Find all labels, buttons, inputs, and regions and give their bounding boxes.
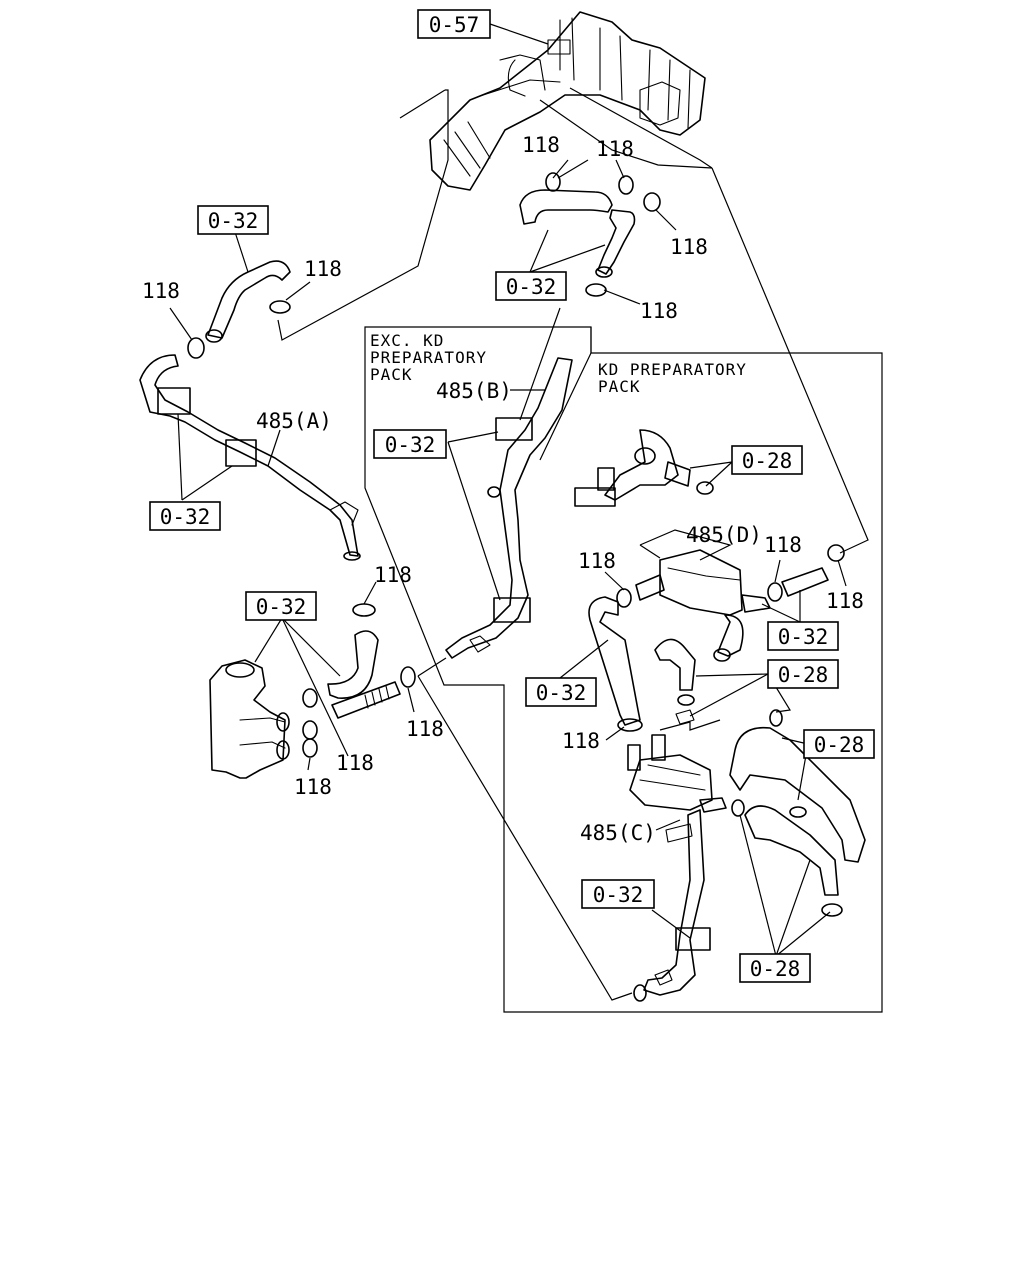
ref-label-0-28-mid[interactable]: 0-28 [767,659,839,689]
ref-text: 0-32 [778,625,829,649]
note-exc-kd-pack: EXC. KD PREPARATORY PACK [370,331,487,384]
ref-text: 0-28 [814,733,865,757]
part-118-kd-c[interactable]: 118 [826,589,864,613]
part-118-mid-b[interactable]: 118 [406,717,444,741]
part-118-kd-a[interactable]: 118 [578,549,616,573]
part-485d[interactable]: 485(D) [686,523,762,547]
pipe-485d-drawing [616,544,845,662]
ref-text: 0-32 [256,595,307,619]
leader-lines [169,23,869,1001]
note-line: EXC. KD [370,331,444,350]
ref-label-0-32-bottom[interactable]: 0-32 [581,879,655,909]
ref-label-0-32-mid-left[interactable]: 0-32 [245,591,317,621]
pipe-485b-drawing [445,357,573,659]
note-line: PREPARATORY [370,348,487,367]
exc-pack-divider [539,327,592,461]
note-line: KD PREPARATORY [598,360,747,379]
egr-cooler-drawing [429,11,706,191]
kd-pack-boundary [364,326,883,1013]
ref-text: 0-28 [750,957,801,981]
part-485c[interactable]: 485(C) [580,821,656,845]
pipe-485a-drawing [139,354,376,617]
ref-text: 0-32 [593,883,644,907]
part-118-mid-c[interactable]: 118 [336,751,374,775]
ref-text: 0-32 [160,505,211,529]
ref-label-0-32-right[interactable]: 0-32 [767,621,839,651]
ref-label-0-28-bottom[interactable]: 0-28 [739,953,811,983]
note-line: PACK [370,365,413,384]
note-kd-pack: KD PREPARATORY PACK [598,360,747,396]
thermostat-housing [209,659,318,779]
part-118-left-b[interactable]: 118 [142,279,180,303]
ref-text: 0-32 [536,681,587,705]
part-118-kd-b[interactable]: 118 [764,533,802,557]
part-485a[interactable]: 485(A) [256,409,332,433]
ref-text: 0-28 [742,449,793,473]
ref-text: 0-28 [778,663,829,687]
ref-text: 0-32 [208,209,259,233]
ref-text: 0-57 [429,13,480,37]
ref-label-0-32-top-left[interactable]: 0-32 [197,205,269,235]
kd-hoses-mid [588,596,696,732]
ref-text: 0-32 [385,433,436,457]
mid-hoses [327,630,416,719]
ref-label-0-28-right[interactable]: 0-28 [803,729,875,759]
ref-label-0-32-top-center[interactable]: 0-32 [495,271,567,301]
part-118-top-b[interactable]: 118 [596,137,634,161]
ref-label-0-32-left[interactable]: 0-32 [149,501,221,531]
ref-label-0-32-kd-mid[interactable]: 0-32 [525,677,597,707]
pipe-485c-drawing [627,734,727,1002]
note-line: PACK [598,377,641,396]
part-118-top-c[interactable]: 118 [670,235,708,259]
part-118-mid-d[interactable]: 118 [294,775,332,799]
part-118-top-d[interactable]: 118 [640,299,678,323]
left-hose [187,260,291,359]
part-118-left-a[interactable]: 118 [304,257,342,281]
part-118-top-a[interactable]: 118 [522,133,560,157]
upper-hoses [519,172,661,297]
part-485b[interactable]: 485(B) [436,379,512,403]
ref-label-0-32-exc[interactable]: 0-32 [373,429,447,459]
ref-label-0-57[interactable]: 0-57 [417,9,491,39]
ref-text: 0-32 [506,275,557,299]
part-118-mid-a[interactable]: 118 [374,563,412,587]
part-118-kd-d[interactable]: 118 [562,729,600,753]
kd-valve-drawing [574,429,714,507]
ref-label-0-28-valve[interactable]: 0-28 [731,445,803,475]
